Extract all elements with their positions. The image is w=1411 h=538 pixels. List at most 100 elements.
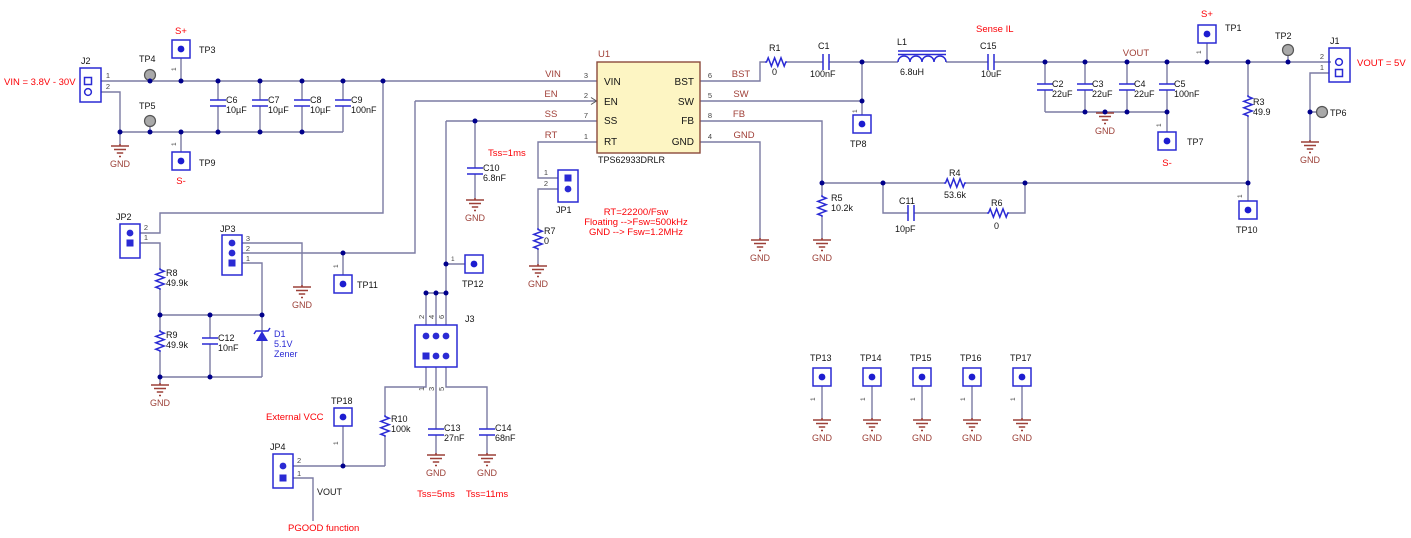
testpoint-tp18: TP18 — [331, 396, 353, 427]
testpoint-tp8: TP8 — [850, 114, 872, 149]
tp10-label: TP10 — [1236, 225, 1258, 235]
j1-pin1-square — [1334, 68, 1344, 78]
jp3-pin-num: 3 — [246, 234, 250, 243]
j3-pin-num: 3 — [427, 387, 436, 391]
r1-ref: R1 — [769, 43, 781, 53]
resistor-r7: R70 — [533, 226, 556, 251]
tp17-label: TP17 — [1010, 353, 1032, 363]
j3-pin-num: 1 — [417, 387, 426, 391]
j3-ref: J3 — [465, 314, 475, 324]
resistor-r6: R6 0 — [986, 198, 1010, 231]
c14-value: 68nF — [495, 433, 516, 443]
ic-pin-name-sw: SW — [678, 97, 695, 108]
j3-pin-num: 5 — [437, 387, 446, 391]
ic-pin-num-1: 1 — [584, 132, 588, 141]
net-label-bst: BST — [732, 69, 751, 80]
tp14-label: TP14 — [860, 353, 882, 363]
c13-ref: C13 — [444, 423, 461, 433]
jp3-pin-num: 2 — [246, 244, 250, 253]
testpoint-tp10: TP10 — [1236, 200, 1258, 235]
ic-pin-name-vin: VIN — [604, 77, 621, 88]
inductor-l1: L16.8uH — [897, 37, 947, 77]
c10-value: 6.8nF — [483, 173, 507, 183]
junction-dots — [117, 59, 1313, 469]
ic-pin-num-8: 8 — [708, 111, 712, 120]
ic-pin-name-rt: RT — [604, 137, 617, 148]
j1-pin-num: 1 — [1320, 63, 1324, 72]
zener-diode-d1: D1 5.1V Zener — [253, 327, 298, 359]
pin1-marker: 1 — [810, 397, 817, 401]
gnd-label: GND — [1095, 126, 1116, 136]
r7-ref: R7 — [544, 226, 556, 236]
jp3-pin-num: 1 — [246, 254, 250, 263]
c2-value: 22uF — [1052, 89, 1073, 99]
c3-value: 22uF — [1092, 89, 1113, 99]
testpoint-tp2: TP2 — [1275, 31, 1295, 57]
gnd-label: GND — [1300, 155, 1321, 165]
gnd-label: GND — [862, 433, 883, 443]
tss-5ms-annotation: Tss=5ms — [417, 489, 455, 500]
ic-ref: U1 — [598, 49, 610, 60]
l1-value: 6.8uH — [900, 67, 924, 77]
gnd-label: GND — [426, 468, 447, 478]
net-label-vin: VIN — [545, 69, 561, 80]
testpoint-tp6: TP6 — [1315, 105, 1347, 119]
tp6-label: TP6 — [1330, 108, 1347, 118]
c9-value: 100nF — [351, 105, 377, 115]
tp15-label: TP15 — [910, 353, 932, 363]
testpoint-tp12: TP12 — [462, 254, 484, 289]
vout-5v-annotation: VOUT = 5V — [1357, 58, 1406, 69]
c11-value: 10pF — [895, 224, 916, 234]
ic-pin-num-7: 7 — [584, 111, 588, 120]
net-label-ss: SS — [545, 109, 558, 120]
r6-value: 0 — [994, 221, 999, 231]
jp1-ref: JP1 — [556, 205, 572, 215]
c12-ref: C12 — [218, 333, 235, 343]
jp4-pin-num: 2 — [297, 456, 301, 465]
testpoint-tp11: TP11 — [333, 274, 378, 294]
pin1-marker: 1 — [910, 397, 917, 401]
j2-pin1-square — [83, 76, 93, 86]
pin1-marker: 1 — [860, 397, 867, 401]
r1-value: 0 — [772, 67, 777, 77]
c13-value: 27nF — [444, 433, 465, 443]
c12-value: 10nF — [218, 343, 239, 353]
d1-kind: Zener — [274, 349, 298, 359]
gnd-label: GND — [962, 433, 983, 443]
testpoint-tp3: TP3 — [171, 39, 216, 59]
s-minus-out-annotation: S- — [1162, 158, 1172, 169]
testpoint-tp9: TP9 — [171, 151, 216, 171]
jumper-jp4: JP4 2 1 — [270, 442, 301, 489]
r5-ref: R5 — [831, 193, 843, 203]
tp5-label: TP5 — [139, 101, 156, 111]
testpoint-tp4: TP4 — [139, 54, 157, 82]
c7-ref: C7 — [268, 95, 280, 105]
net-label-en: EN — [544, 89, 557, 100]
tp8-label: TP8 — [850, 139, 867, 149]
c4-ref: C4 — [1134, 79, 1146, 89]
pin1-marker: 1 — [1156, 123, 1163, 127]
r9-ref: R9 — [166, 330, 178, 340]
j2-pin2-circle — [83, 87, 93, 97]
net-label-vout: VOUT — [1123, 48, 1150, 59]
jp4-ref: JP4 — [270, 442, 286, 452]
connector-j3: J3 2 4 6 1 3 5 — [414, 314, 475, 391]
r6-ref: R6 — [991, 198, 1003, 208]
rt-formula-line2: Floating -->Fsw=500kHz — [584, 217, 688, 228]
c8-ref: C8 — [310, 95, 322, 105]
pin1-marker: 1 — [333, 264, 340, 268]
j3-pin-num: 4 — [427, 315, 436, 319]
jumper-jp3: JP3 3 2 1 — [220, 224, 250, 276]
jumper-jp1: JP1 1 2 — [544, 168, 579, 215]
pin1-marker: 1 — [1010, 397, 1017, 401]
pgood-annotation: PGOOD function — [288, 523, 359, 534]
